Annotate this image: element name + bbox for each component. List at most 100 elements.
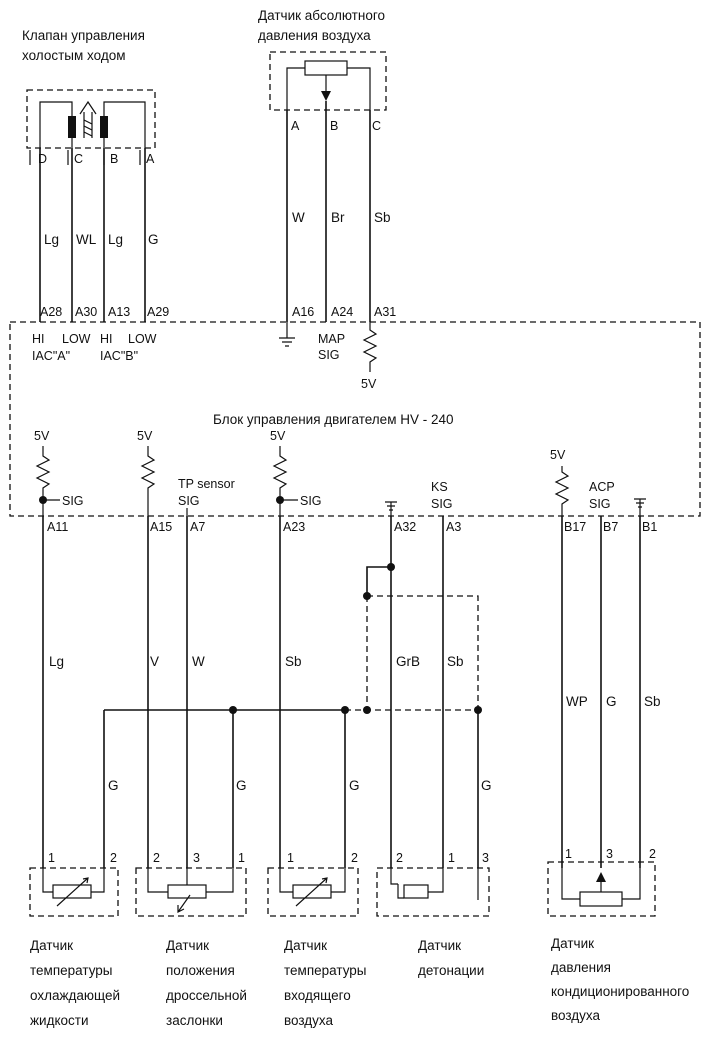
- map-pin-a: A: [291, 119, 300, 133]
- ecu-label-acp: ACP: [589, 480, 615, 494]
- wire-color-iac-d: Lg: [44, 232, 59, 247]
- iac-coil-b-frame: [103, 101, 146, 148]
- map-sensor-housing: [269, 51, 387, 111]
- ecu-label-hi-b: HI: [100, 332, 113, 346]
- ac-pressure-sensor: 1 3 2 Датчик давления кондиционированног…: [547, 847, 689, 1023]
- iac-valve-caption-line1: Клапан управления: [22, 28, 145, 43]
- ecu-pin-a13: A13: [108, 305, 130, 319]
- ac-wiper-arrow-icon: [596, 872, 606, 882]
- ecu-label-sig-a23: SIG: [300, 494, 322, 508]
- wire-color-map-c: Sb: [374, 210, 391, 225]
- intake-sensor-housing: [267, 867, 359, 917]
- wire-color-throttle-gnd: G: [236, 778, 247, 793]
- knock-pin-3: 3: [482, 851, 489, 865]
- map-sensor: Датчик абсолютного давления воздуха A B …: [258, 8, 391, 322]
- wire-color-knock-gnd: G: [481, 778, 492, 793]
- knock-sensor: 2 1 3 Датчик детонации: [376, 851, 490, 978]
- ecu-pin-b7: B7: [603, 520, 618, 534]
- iac-coil-a-frame: [39, 101, 73, 148]
- ecu-ground-b1-icon: [634, 498, 646, 516]
- ecu-pullup-a11-icon: [35, 446, 51, 516]
- ecu-pullup-a31-icon: [362, 322, 378, 372]
- lower-harness: Lg G V W G Sb G GrB Sb G WP G Sb: [42, 516, 661, 868]
- wire-color-ac-gnd: Sb: [644, 694, 661, 709]
- iac-valve-housing: [26, 89, 156, 149]
- wire-a32-shield-drain: [366, 516, 392, 596]
- wire-color-ac-ref: WP: [566, 694, 588, 709]
- intake-variable-arrow-icon: [295, 877, 328, 907]
- ecu-pin-a31: A31: [374, 305, 396, 319]
- intake-caption-line3: входящего: [284, 988, 351, 1003]
- knock-pin-1: 1: [448, 851, 455, 865]
- map-pin-c: C: [372, 119, 381, 133]
- iac-coil-a-icon: [68, 116, 76, 138]
- iac-pintle-arrow-icon: [79, 100, 97, 138]
- coolant-pin-1: 1: [48, 851, 55, 865]
- iac-coil-b-icon: [100, 116, 108, 138]
- wire-color-iac-a: G: [148, 232, 159, 247]
- knock-pin-2: 2: [396, 851, 403, 865]
- map-pin-b: B: [330, 119, 338, 133]
- knock-caption-line1: Датчик: [418, 938, 461, 953]
- iac-pin-a: A: [146, 152, 155, 166]
- wire-color-knock-shield: GrB: [396, 654, 420, 669]
- ecu-pin-a29: A29: [147, 305, 169, 319]
- ecu-pullup-a23-icon: [272, 446, 288, 516]
- throttle-resistor-icon: [167, 884, 207, 899]
- throttle-position-sensor: 2 3 1 Датчик положения дроссельной засло…: [135, 851, 247, 1028]
- wire-color-throttle-sig: W: [192, 654, 205, 669]
- iac-valve-caption-line2: холостым ходом: [22, 48, 126, 63]
- ecu-title: Блок управления двигателем HV - 240: [213, 412, 454, 427]
- ecu-pin-a32: A32: [394, 520, 416, 534]
- throttle-caption-line2: положения: [166, 963, 235, 978]
- coolant-caption-line1: Датчик: [30, 938, 73, 953]
- ecu-label-tp-sensor: TP sensor: [178, 477, 235, 491]
- ac-caption-line1: Датчик: [551, 936, 594, 951]
- ecu-pin-a23: A23: [283, 520, 305, 534]
- ecu-pin-a3: A3: [446, 520, 461, 534]
- knock-piezo-icon: [403, 884, 429, 899]
- knock-sensor-housing: [376, 867, 490, 917]
- throttle-caption-line4: заслонки: [166, 1013, 223, 1028]
- intake-air-temp-sensor: 1 2 Датчик температуры входящего воздуха: [267, 851, 367, 1028]
- throttle-caption-line1: Датчик: [166, 938, 209, 953]
- ecu-pin-b17: B17: [564, 520, 586, 534]
- intake-caption-line1: Датчик: [284, 938, 327, 953]
- wire-color-iac-b: Lg: [108, 232, 123, 247]
- iac-pin-d: D: [38, 152, 47, 166]
- wire-color-map-a: W: [292, 210, 305, 225]
- knock-shield-screen: [366, 595, 479, 710]
- intake-thermistor-icon: [292, 884, 332, 899]
- ecu-label-low-b: LOW: [128, 332, 157, 346]
- throttle-pin-2: 2: [153, 851, 160, 865]
- throttle-wiper-arrow-icon: [177, 894, 191, 913]
- coolant-thermistor-icon: [52, 884, 92, 899]
- iac-valve: Клапан управления холостым ходом D C B A…: [22, 28, 159, 322]
- ecu-pin-a11: A11: [47, 520, 68, 534]
- ecu-label-5v-a11: 5V: [34, 429, 50, 443]
- wire-color-map-b: Br: [331, 210, 345, 225]
- ecu-label-sig-a11: SIG: [62, 494, 84, 508]
- map-sensor-caption-line1: Датчик абсолютного: [258, 8, 385, 23]
- throttle-caption-line3: дроссельной: [166, 988, 247, 1003]
- iac-pin-c: C: [74, 152, 83, 166]
- ecu-pin-a15: A15: [150, 520, 172, 534]
- ecu-pin-a30: A30: [75, 305, 97, 319]
- coolant-caption-line2: температуры: [30, 963, 113, 978]
- ecu-label-5v-a15: 5V: [137, 429, 153, 443]
- intake-caption-line2: температуры: [284, 963, 367, 978]
- ac-sensor-housing: [547, 861, 656, 917]
- knock-caption-line2: детонации: [418, 963, 484, 978]
- intake-pin-2: 2: [351, 851, 358, 865]
- iac-spring-icon: [83, 119, 93, 137]
- ecu-label-low-a: LOW: [62, 332, 91, 346]
- throttle-pin-3: 3: [193, 851, 200, 865]
- ac-caption-line4: воздуха: [551, 1008, 600, 1023]
- wire-color-intake-gnd: G: [349, 778, 360, 793]
- wire-color-iac-c: WL: [76, 232, 97, 247]
- throttle-sensor-housing: [135, 867, 247, 917]
- wire-color-ac-sig: G: [606, 694, 617, 709]
- wire-color-throttle-ref: V: [150, 654, 159, 669]
- ac-pin-3: 3: [606, 847, 613, 861]
